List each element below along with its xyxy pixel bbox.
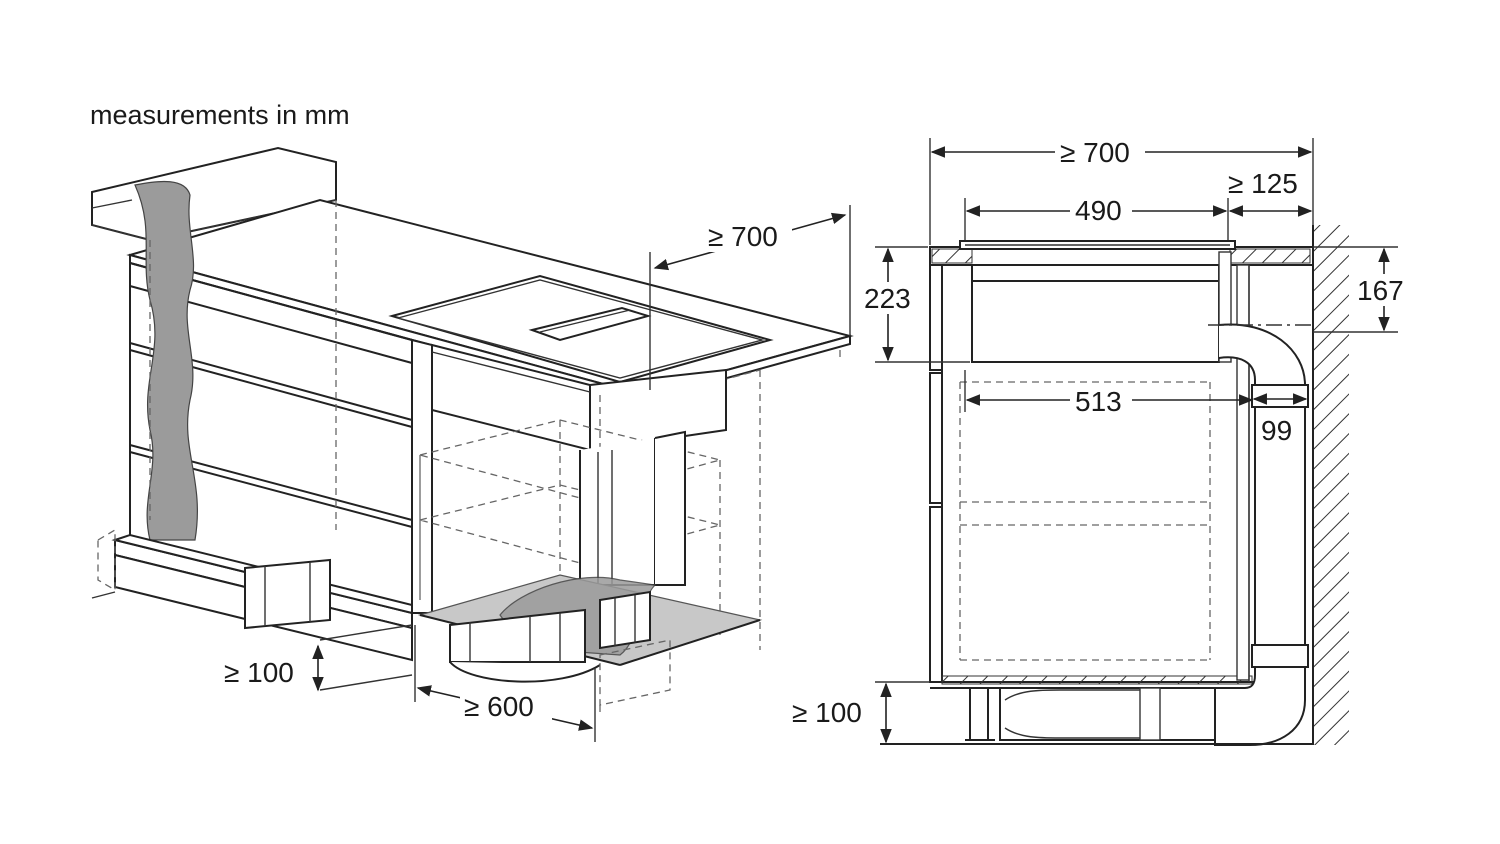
right-dim-total-depth: ≥ 700 [1060, 137, 1130, 168]
right-dim-wall-gap: ≥ 125 [1228, 168, 1298, 199]
measurements-caption: measurements in mm [90, 100, 350, 130]
left-dim-plinth: ≥ 100 [224, 657, 294, 688]
right-dim-unit-height: 223 [864, 283, 911, 314]
left-dim-depth: ≥ 700 [708, 221, 778, 252]
right-dim-plinth: ≥ 100 [792, 697, 862, 728]
section-view: ≥ 700 490 ≥ 125 223 167 513 99 ≥ 100 [792, 134, 1411, 746]
right-dim-duct-width: 99 [1261, 415, 1292, 446]
isometric-view: ≥ 700 ≥ 100 ≥ 600 [91, 146, 854, 742]
right-dim-hob-width: 490 [1075, 195, 1122, 226]
right-dim-duct-center: 167 [1357, 275, 1404, 306]
right-dim-inner-width: 513 [1075, 386, 1122, 417]
left-dim-width: ≥ 600 [464, 691, 534, 722]
